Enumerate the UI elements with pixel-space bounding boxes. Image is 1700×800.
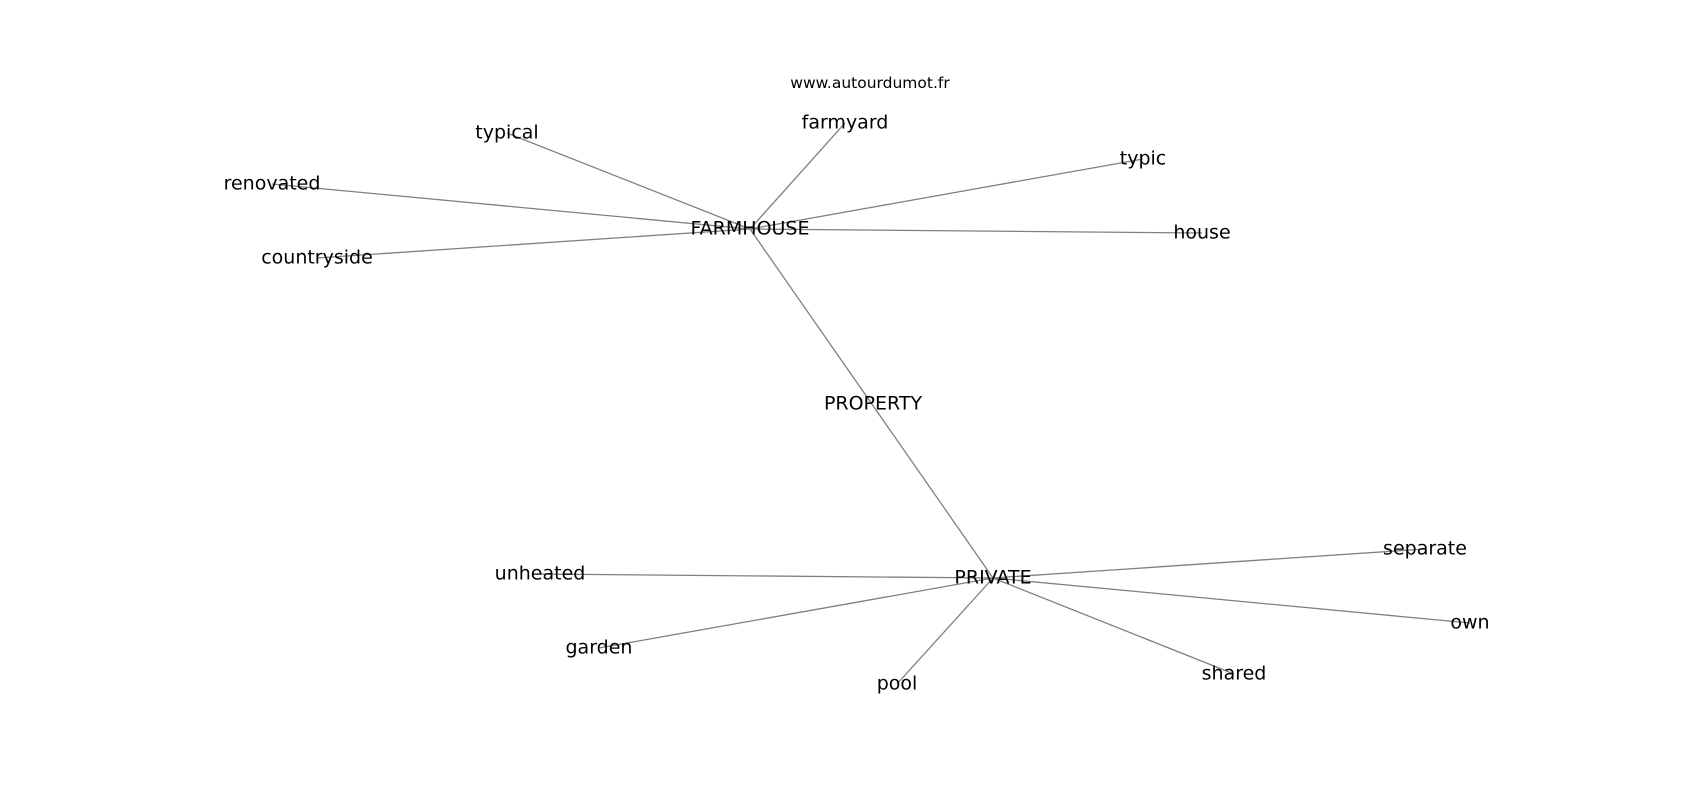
edge-private-shared (992, 577, 1235, 675)
node-renovated: renovated (224, 173, 321, 195)
edge-farmhouse-typical (506, 132, 751, 230)
node-property: PROPERTY (824, 393, 923, 415)
node-separate: separate (1383, 538, 1467, 560)
graph-nodes: FARMHOUSE PROPERTY PRIVATE typical farmyard t… (224, 112, 1490, 695)
edge-farmhouse-renovated (271, 183, 751, 230)
graph-edges (271, 122, 1471, 685)
node-pool: pool (877, 673, 918, 695)
node-farmhouse: FARMHOUSE (691, 218, 810, 240)
node-house: house (1173, 222, 1230, 244)
node-countryside: countryside (261, 247, 373, 269)
node-typical: typical (475, 122, 538, 144)
edge-farmhouse-house (749, 228, 1203, 234)
edge-farmhouse-private (749, 228, 994, 579)
node-own: own (1450, 612, 1489, 634)
node-unheated: unheated (495, 563, 586, 585)
edge-private-own (992, 577, 1471, 624)
watermark: www.autourdumot.fr (790, 74, 950, 92)
node-farmyard: farmyard (802, 112, 889, 134)
node-typic: typic (1120, 148, 1166, 170)
edge-private-unheated (539, 573, 994, 579)
edge-farmhouse-countryside (316, 228, 751, 259)
node-shared: shared (1202, 663, 1267, 685)
edge-private-pool (896, 577, 994, 685)
edge-farmhouse-typic (749, 158, 1144, 230)
edge-farmhouse-farmyard (749, 122, 846, 230)
node-private: PRIVATE (954, 567, 1031, 589)
edge-private-separate (992, 548, 1426, 579)
node-garden: garden (566, 637, 633, 659)
edge-private-garden (598, 577, 994, 649)
